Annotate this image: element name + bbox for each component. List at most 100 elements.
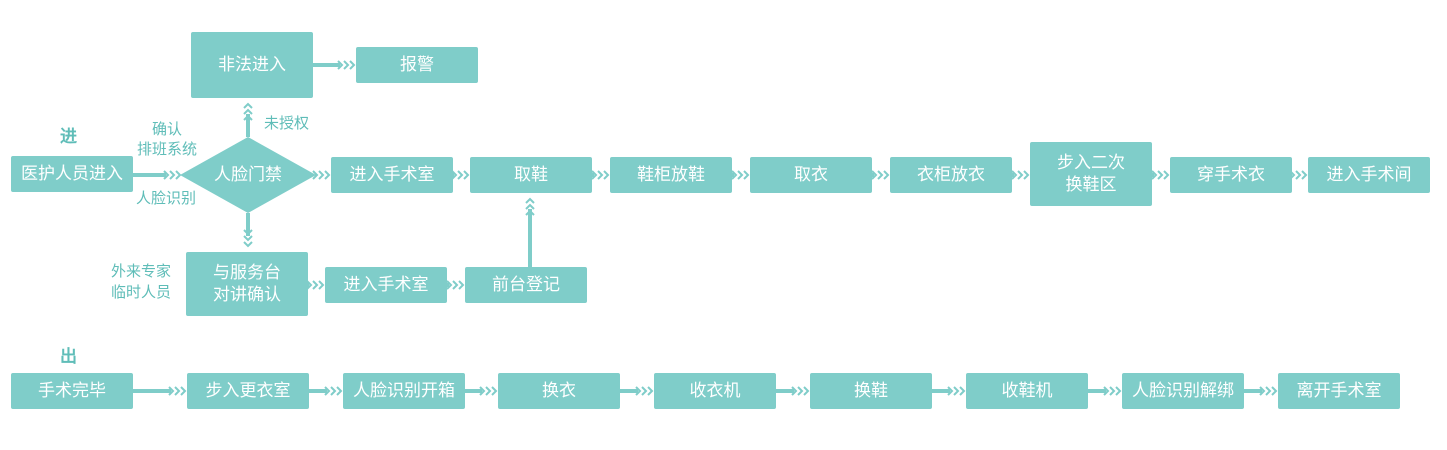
arrow-chevron xyxy=(318,170,325,180)
arrow-chevron xyxy=(1259,386,1266,396)
exit-step-shoe-collector: 收鞋机 xyxy=(966,373,1088,409)
arrow-chevron xyxy=(243,241,253,248)
arrow-chevron xyxy=(1023,170,1030,180)
exit-step-change-clothes: 换衣 xyxy=(498,373,620,409)
front-desk-register-node: 前台登记 xyxy=(465,267,587,303)
exit-step-change-shoes: 换鞋 xyxy=(810,373,932,409)
exit-step-surgery-done: 手术完毕 xyxy=(11,373,133,409)
arrow-chevron xyxy=(1115,386,1122,396)
intercom-confirm-node: 与服务台 对讲确认 xyxy=(186,252,308,316)
visitor-label-line1: 外来专家 xyxy=(111,262,172,280)
arrow-chevron xyxy=(1271,386,1278,396)
arrow-chevron xyxy=(1265,386,1272,396)
arrow-chevron xyxy=(180,386,187,396)
arrow-chevron xyxy=(737,170,744,180)
arrow-chevron xyxy=(1295,170,1302,180)
entry-step-take-shoes: 取鞋 xyxy=(470,157,592,193)
arrow-chevron xyxy=(603,170,610,180)
arrow-chevron xyxy=(959,386,966,396)
illegal-entry-node: 非法进入 xyxy=(191,32,313,98)
arrow-chevron xyxy=(1011,170,1018,180)
exit-step-clothes-collector: 收衣机 xyxy=(654,373,776,409)
face-gate-label: 人脸门禁 xyxy=(214,165,282,185)
arrow-chevron xyxy=(243,114,253,121)
arrow-chevron xyxy=(324,170,331,180)
arrow-chevron xyxy=(525,203,535,210)
arrow-chevron xyxy=(883,170,890,180)
arrow-chevron xyxy=(243,235,253,242)
arrow-chevron xyxy=(491,386,498,396)
arrow-chevron xyxy=(953,386,960,396)
visitor-enter-or-node: 进入手术室 xyxy=(325,267,447,303)
arrow-chevron xyxy=(168,386,175,396)
arrow-chevron xyxy=(525,209,535,216)
arrow-chevron xyxy=(1157,170,1164,180)
medical-staff-enter-node: 医护人员进入 xyxy=(11,156,133,192)
arrow-chevron xyxy=(343,60,350,70)
arrow-chevron xyxy=(330,386,337,396)
alarm-node: 报警 xyxy=(356,47,478,83)
arrow-chevron xyxy=(743,170,750,180)
arrow-chevron xyxy=(1163,170,1170,180)
arrow-chevron xyxy=(591,170,598,180)
arrow-chevron xyxy=(463,170,470,180)
exit-section-label: 出 xyxy=(60,347,77,367)
arrow-chevron xyxy=(1109,386,1116,396)
arrow-chevron xyxy=(635,386,642,396)
arrow-chevron xyxy=(1103,386,1110,396)
arrow-chevron xyxy=(169,170,176,180)
entry-step-clothes-cabinet: 衣柜放衣 xyxy=(890,157,1012,193)
exit-step-enter-locker-room: 步入更衣室 xyxy=(187,373,309,409)
arrow-chevron xyxy=(174,386,181,396)
arrow-chevron xyxy=(731,170,738,180)
arrow-chevron xyxy=(243,102,253,109)
entry-step-enter-or: 进入手术室 xyxy=(331,157,453,193)
arrow-chevron xyxy=(243,108,253,115)
arrow-chevron xyxy=(446,280,453,290)
arrow-chevron xyxy=(597,170,604,180)
arrow-chevron xyxy=(1017,170,1024,180)
arrow-chevron xyxy=(791,386,798,396)
unauthorized-label: 未授权 xyxy=(264,114,310,132)
arrow-chevron xyxy=(641,386,648,396)
arrow-chevron xyxy=(1301,170,1308,180)
arrow-chevron xyxy=(324,386,331,396)
arrow-chevron xyxy=(803,386,810,396)
face-recognition-label: 人脸识别 xyxy=(136,189,197,207)
arrow-chevron xyxy=(647,386,654,396)
arrow-chevron xyxy=(243,229,253,236)
entry-step-enter-room: 进入手术间 xyxy=(1308,157,1430,193)
arrow-chevron xyxy=(336,386,343,396)
arrow-chevron xyxy=(312,280,319,290)
confirm-label-line2: 排班系统 xyxy=(137,140,198,158)
arrow-chevron xyxy=(306,280,313,290)
arrow-chevron xyxy=(871,170,878,180)
entry-step-shoe-cabinet: 鞋柜放鞋 xyxy=(610,157,732,193)
arrow-chevron xyxy=(797,386,804,396)
exit-step-leave-or: 离开手术室 xyxy=(1278,373,1400,409)
entry-step-second-shoe-change: 步入二次 换鞋区 xyxy=(1030,142,1152,206)
arrow-chevron xyxy=(485,386,492,396)
arrow-chevron xyxy=(458,280,465,290)
confirm-label-line1: 确认 xyxy=(152,120,183,138)
arrow-chevron xyxy=(312,170,319,180)
entry-section-label: 进 xyxy=(60,127,77,147)
arrow-chevron xyxy=(163,170,170,180)
exit-step-face-open-box: 人脸识别开箱 xyxy=(343,373,465,409)
arrow-chevron xyxy=(457,170,464,180)
arrow-chevron xyxy=(1151,170,1158,180)
arrow-chevron xyxy=(877,170,884,180)
visitor-label-line2: 临时人员 xyxy=(111,283,172,301)
arrow-chevron xyxy=(525,197,535,204)
entry-step-take-clothes: 取衣 xyxy=(750,157,872,193)
entry-step-wear-gown: 穿手术衣 xyxy=(1170,157,1292,193)
arrow-chevron xyxy=(452,280,459,290)
arrow-chevron xyxy=(337,60,344,70)
arrow-chevron xyxy=(479,386,486,396)
exit-step-face-unbind: 人脸识别解绑 xyxy=(1122,373,1244,409)
arrow-chevron xyxy=(318,280,325,290)
arrow-chevron xyxy=(947,386,954,396)
arrow-chevron xyxy=(349,60,356,70)
